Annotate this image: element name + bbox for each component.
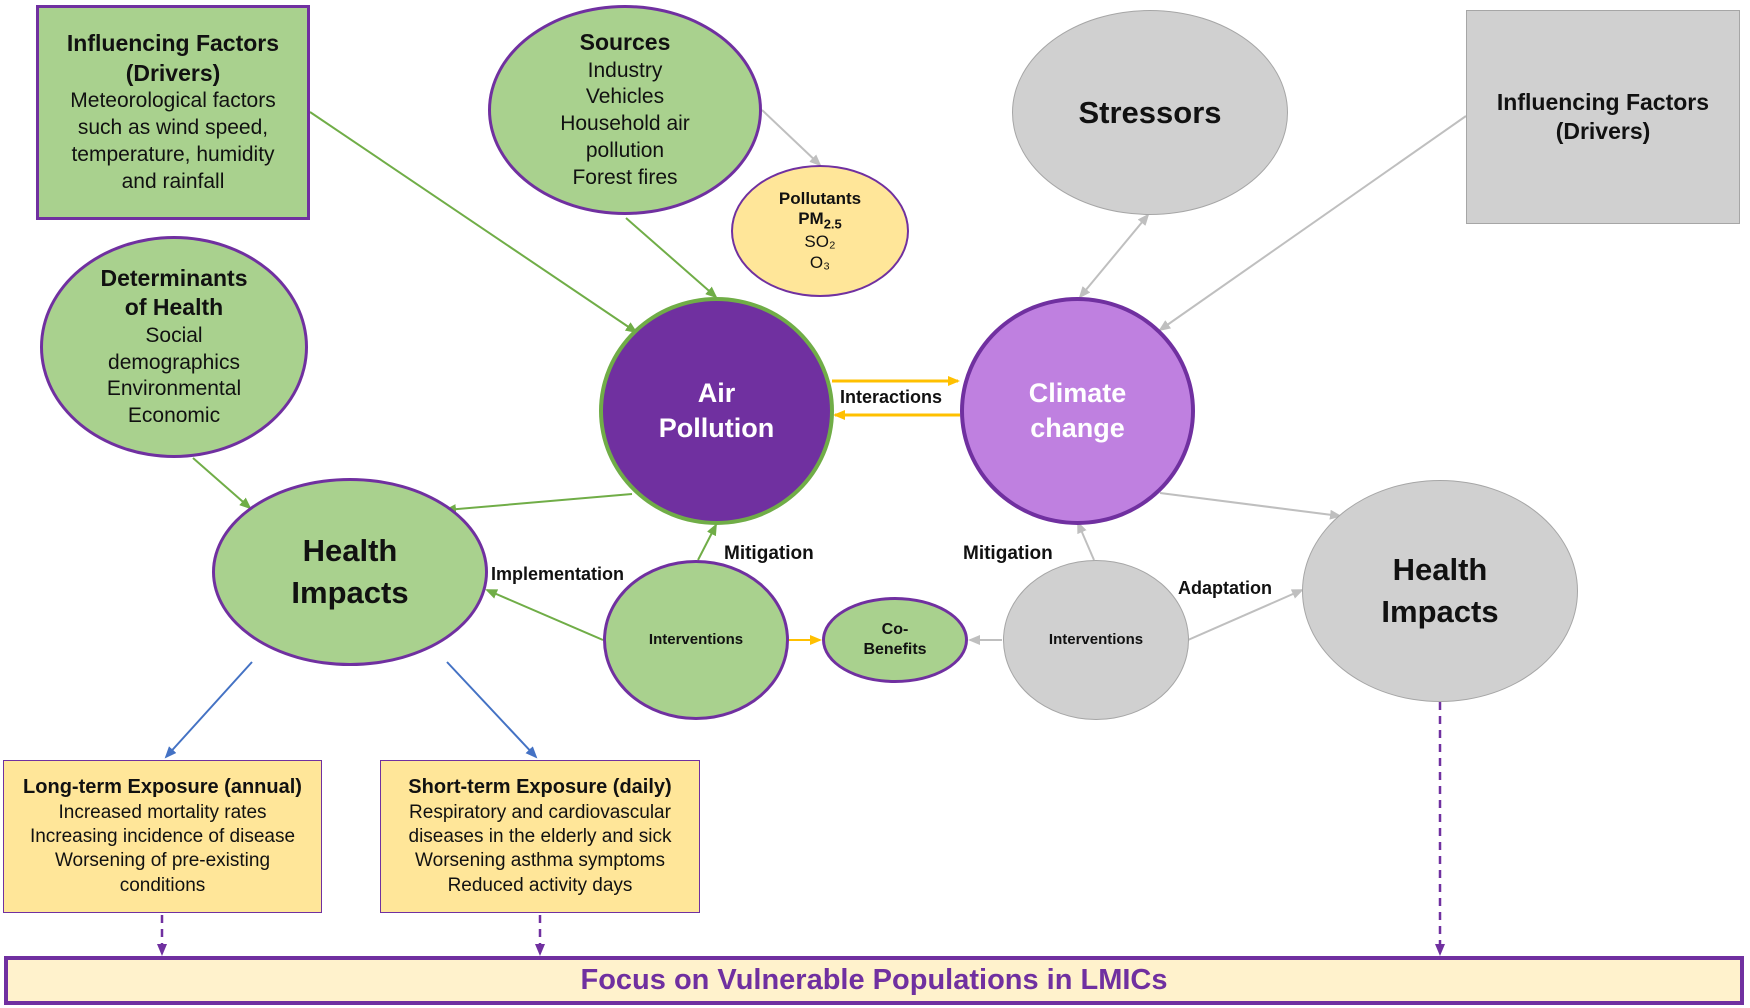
climate-change-line-1: Climate: [1028, 378, 1127, 409]
drivers-right-title-2: (Drivers): [1555, 118, 1651, 144]
sources-line: Vehicles: [585, 85, 665, 109]
interventions-right-node: Interventions: [1003, 560, 1189, 720]
determinants-line: demographics: [108, 350, 240, 374]
pollutant-pm25: PM2.5: [798, 209, 842, 232]
determinants-line: Environmental: [106, 377, 242, 401]
arrow-health-to-short-term: [446, 661, 538, 759]
pollutants-node: Pollutants PM2.5 SO₂ O₃: [731, 165, 909, 297]
arrow-air-pollution-to-health: [444, 493, 633, 515]
drivers-right-box: Influencing Factors (Drivers): [1466, 10, 1740, 224]
sources-node: Sources Industry Vehicles Household air …: [488, 5, 762, 215]
focus-banner: Focus on Vulnerable Populations in LMICs: [4, 956, 1744, 1005]
long-term-line: conditions: [119, 874, 206, 896]
focus-banner-text: Focus on Vulnerable Populations in LMICs: [580, 963, 1168, 996]
short-term-line: Reduced activity days: [447, 874, 633, 896]
drivers-left-line: and rainfall: [121, 169, 225, 193]
determinants-line: Economic: [127, 404, 221, 428]
stressors-title: Stressors: [1078, 94, 1222, 130]
health-left-line-1: Health: [302, 533, 398, 569]
determinants-title-1: Determinants: [100, 264, 248, 291]
short-term-line: Respiratory and cardiovascular: [409, 801, 671, 823]
short-term-exposure-box: Short-term Exposure (daily) Respiratory …: [380, 760, 700, 913]
arrow-interventions-to-air-pollution: [697, 523, 717, 561]
health-right-line-2: Impacts: [1381, 594, 1499, 629]
pollutant-pm-subscript: 2.5: [823, 216, 842, 232]
climate-change-node: Climate change: [960, 297, 1195, 525]
drivers-left-title-1: Influencing Factors: [66, 30, 280, 57]
interventions-left-label: Interventions: [648, 631, 744, 649]
interventions-right-label: Interventions: [1048, 631, 1144, 649]
long-term-line: Increased mortality rates: [58, 801, 267, 823]
arrow-sources-to-pollutants: [761, 109, 822, 167]
cobenefits-node: Co- Benefits: [822, 597, 968, 683]
sources-title: Sources: [579, 29, 671, 56]
climate-change-line-2: change: [1030, 413, 1125, 443]
stressors-node: Stressors: [1012, 10, 1288, 215]
arrow-stressors-climate: [1078, 213, 1150, 299]
air-pollution-line-1: Air: [697, 378, 736, 409]
drivers-right-title-1: Influencing Factors: [1496, 88, 1710, 115]
short-term-line: Worsening asthma symptoms: [415, 850, 665, 872]
short-term-line: diseases in the elderly and sick: [408, 825, 672, 847]
long-term-title: Long-term Exposure (annual): [23, 776, 302, 799]
pollutant-o3: O₃: [809, 252, 831, 272]
long-term-line: Worsening of pre-existing: [54, 850, 271, 872]
arrow-interventions-to-health-right: [1187, 589, 1304, 641]
cobenefits-line-1: Co-: [881, 621, 909, 638]
cobenefits-line-2: Benefits: [863, 641, 927, 658]
determinants-node: Determinants of Health Social demographi…: [40, 236, 308, 458]
pollutants-title: Pollutants: [778, 188, 862, 208]
sources-line: Industry: [587, 58, 663, 82]
arrow-drivers-to-climate: [1158, 115, 1467, 332]
arrow-drivers-to-air-pollution: [309, 111, 638, 334]
pollutant-pm-label: PM: [798, 209, 824, 229]
determinants-title-2: of Health: [124, 294, 224, 321]
long-term-exposure-box: Long-term Exposure (annual) Increased mo…: [3, 760, 322, 913]
label-mitigation-right: Mitigation: [963, 543, 1053, 564]
label-mitigation-left: Mitigation: [724, 543, 814, 564]
pollutant-so2: SO₂: [804, 232, 836, 252]
label-implementation: Implementation: [491, 564, 625, 584]
drivers-left-line: Meteorological factors: [70, 89, 276, 113]
arrow-health-to-long-term: [164, 661, 253, 759]
arrow-sources-to-air-pollution: [625, 217, 718, 299]
interventions-left-node: Interventions: [603, 560, 789, 720]
arrow-interventions-to-health: [485, 589, 604, 641]
drivers-left-box: Influencing Factors (Drivers) Meteorolog…: [36, 5, 310, 220]
drivers-left-line: such as wind speed,: [77, 116, 269, 140]
label-adaptation: Adaptation: [1178, 578, 1272, 598]
health-right-line-1: Health: [1392, 552, 1488, 588]
arrow-determinants-to-health: [192, 457, 252, 510]
air-pollution-node: Air Pollution: [599, 297, 834, 525]
label-interactions: Interactions: [840, 387, 943, 407]
health-left-line-2: Impacts: [291, 575, 409, 610]
arrow-climate-to-health: [1159, 492, 1342, 520]
sources-line: Forest fires: [572, 166, 678, 190]
air-pollution-line-2: Pollution: [658, 413, 775, 443]
short-term-title: Short-term Exposure (daily): [408, 776, 672, 799]
sources-line: pollution: [585, 139, 665, 163]
health-impacts-right-node: Health Impacts: [1302, 480, 1578, 702]
sources-line: Household air: [560, 112, 690, 136]
drivers-left-line: temperature, humidity: [71, 142, 275, 166]
health-impacts-left-node: Health Impacts: [212, 478, 488, 666]
arrow-interventions-to-climate: [1077, 521, 1095, 561]
drivers-left-title-2: (Drivers): [125, 59, 221, 86]
determinants-line: Social: [145, 323, 203, 347]
long-term-line: Increasing incidence of disease: [29, 825, 296, 847]
